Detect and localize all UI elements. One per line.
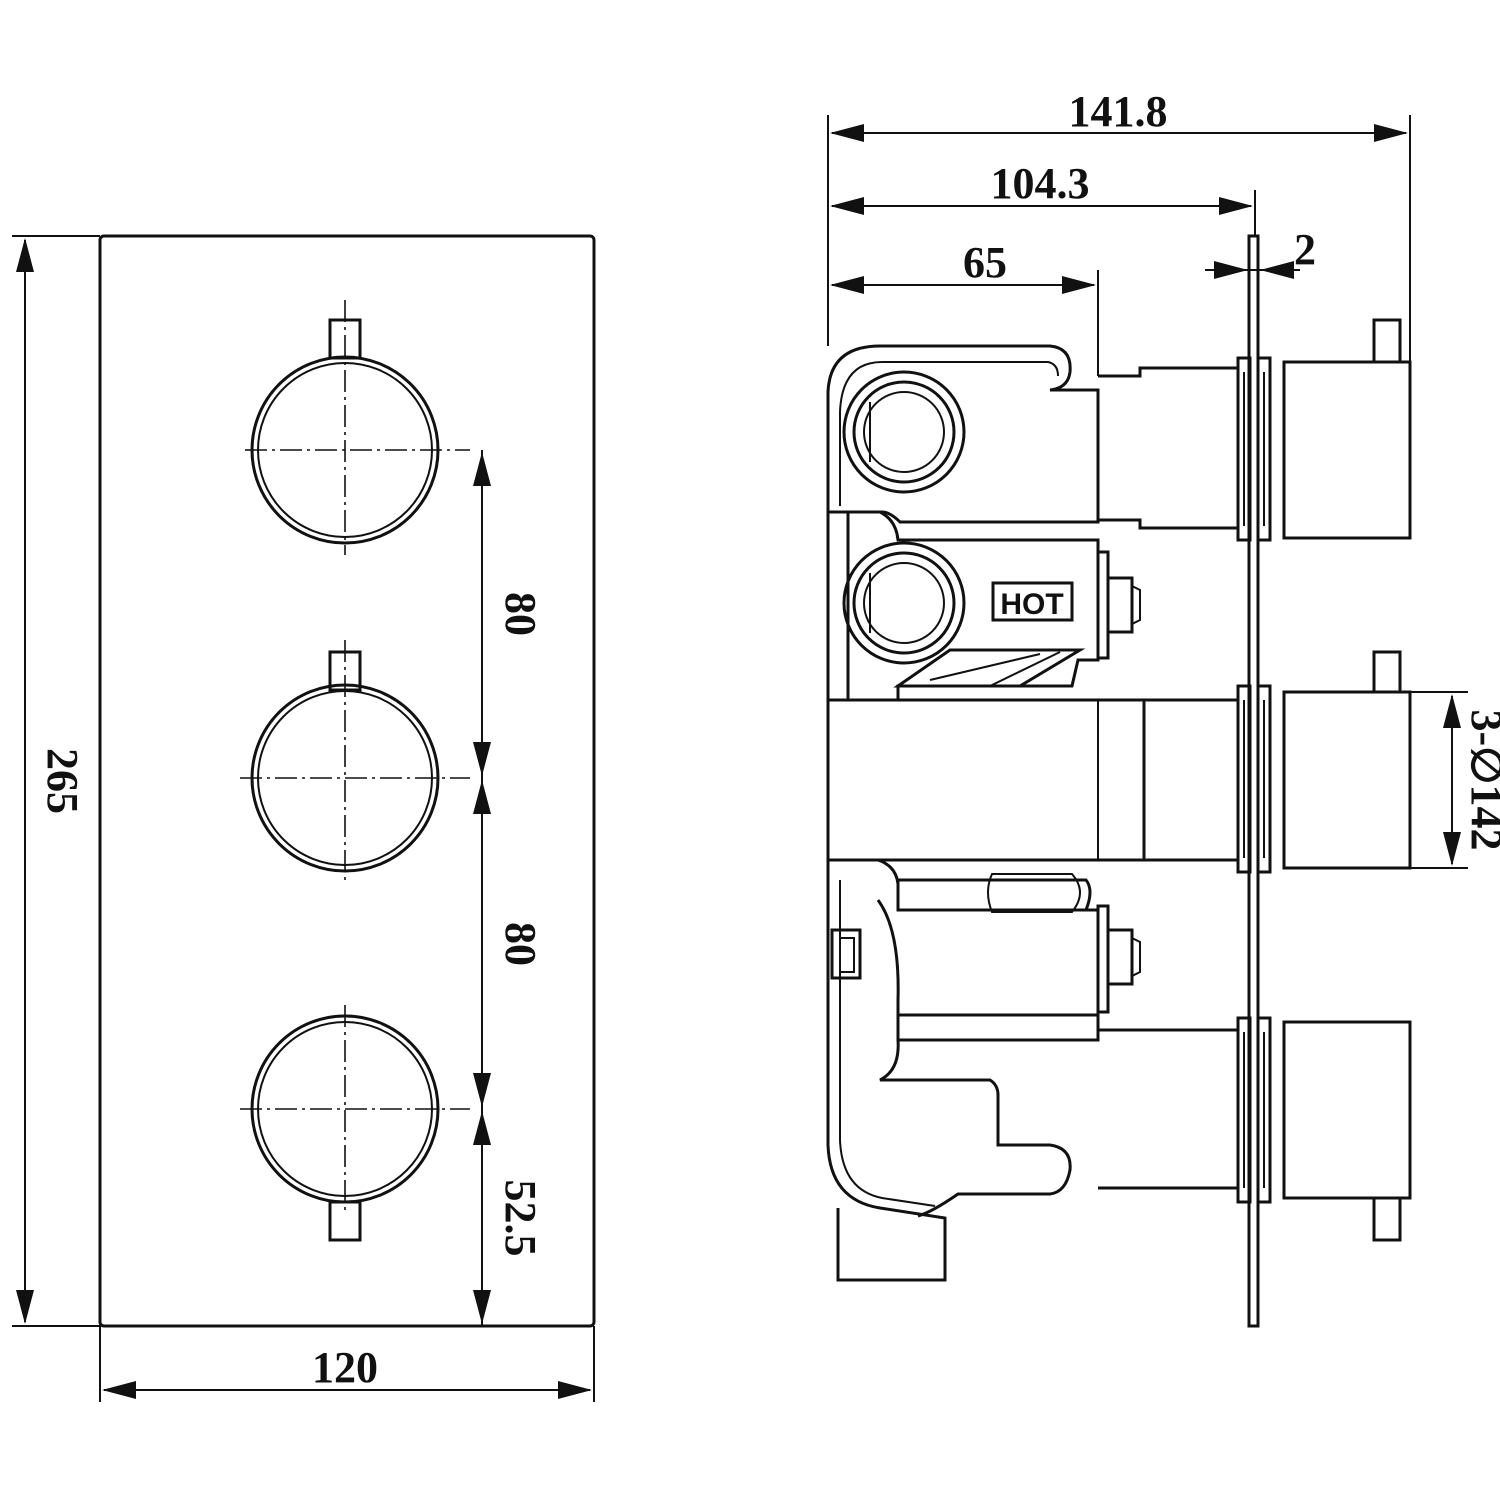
front-plate-outline [98, 234, 596, 1328]
side-stem-bottom [1098, 1016, 1412, 1242]
dim-plate-thickness [1205, 261, 1300, 279]
dim-depth-to-plate-label: 104.3 [991, 159, 1090, 208]
side-left-fitting [830, 928, 862, 980]
dim-front-width-label: 120 [312, 1343, 378, 1392]
side-central-body [826, 698, 1146, 862]
dim-plate-thickness-label: 2 [1294, 225, 1316, 274]
dim-knob-diameter-label: 3-∅142 [1462, 710, 1500, 851]
dim-bottom-offset-label: 52.5 [496, 1180, 545, 1257]
side-hex-nut-lower [1106, 928, 1134, 986]
front-knob-bottom [240, 1005, 470, 1242]
dim-knob-diameter [1410, 691, 1468, 869]
dim-front-height [12, 235, 100, 1327]
hot-label: HOT [1000, 588, 1063, 621]
dim-overall-depth-label: 141.8 [1069, 87, 1168, 136]
dim-spacing-lower-label: 80 [496, 922, 545, 966]
side-valve-body [826, 344, 1100, 524]
dim-overall-depth [830, 124, 1408, 142]
dim-front-height-label: 265 [38, 748, 87, 814]
side-stem-top [1098, 318, 1412, 542]
front-view: 265 120 80 80 52.5 [12, 234, 596, 1402]
front-knob-top [245, 300, 470, 555]
side-view: HOT [826, 87, 1500, 1328]
front-knob-middle [240, 640, 470, 880]
dim-knob-spacing [473, 450, 491, 1326]
dim-spacing-upper-label: 80 [496, 592, 545, 636]
dim-front-width [99, 1326, 595, 1402]
side-inlet-hot [842, 541, 966, 665]
dim-depth-to-plate [830, 197, 1253, 215]
side-hex-nut-upper [1106, 576, 1134, 634]
hot-label-box [991, 581, 1074, 622]
side-stem-middle [1144, 650, 1412, 874]
dim-body-depth [830, 276, 1096, 294]
side-inlet-top [842, 370, 966, 494]
dim-body-depth-label: 65 [963, 238, 1007, 287]
